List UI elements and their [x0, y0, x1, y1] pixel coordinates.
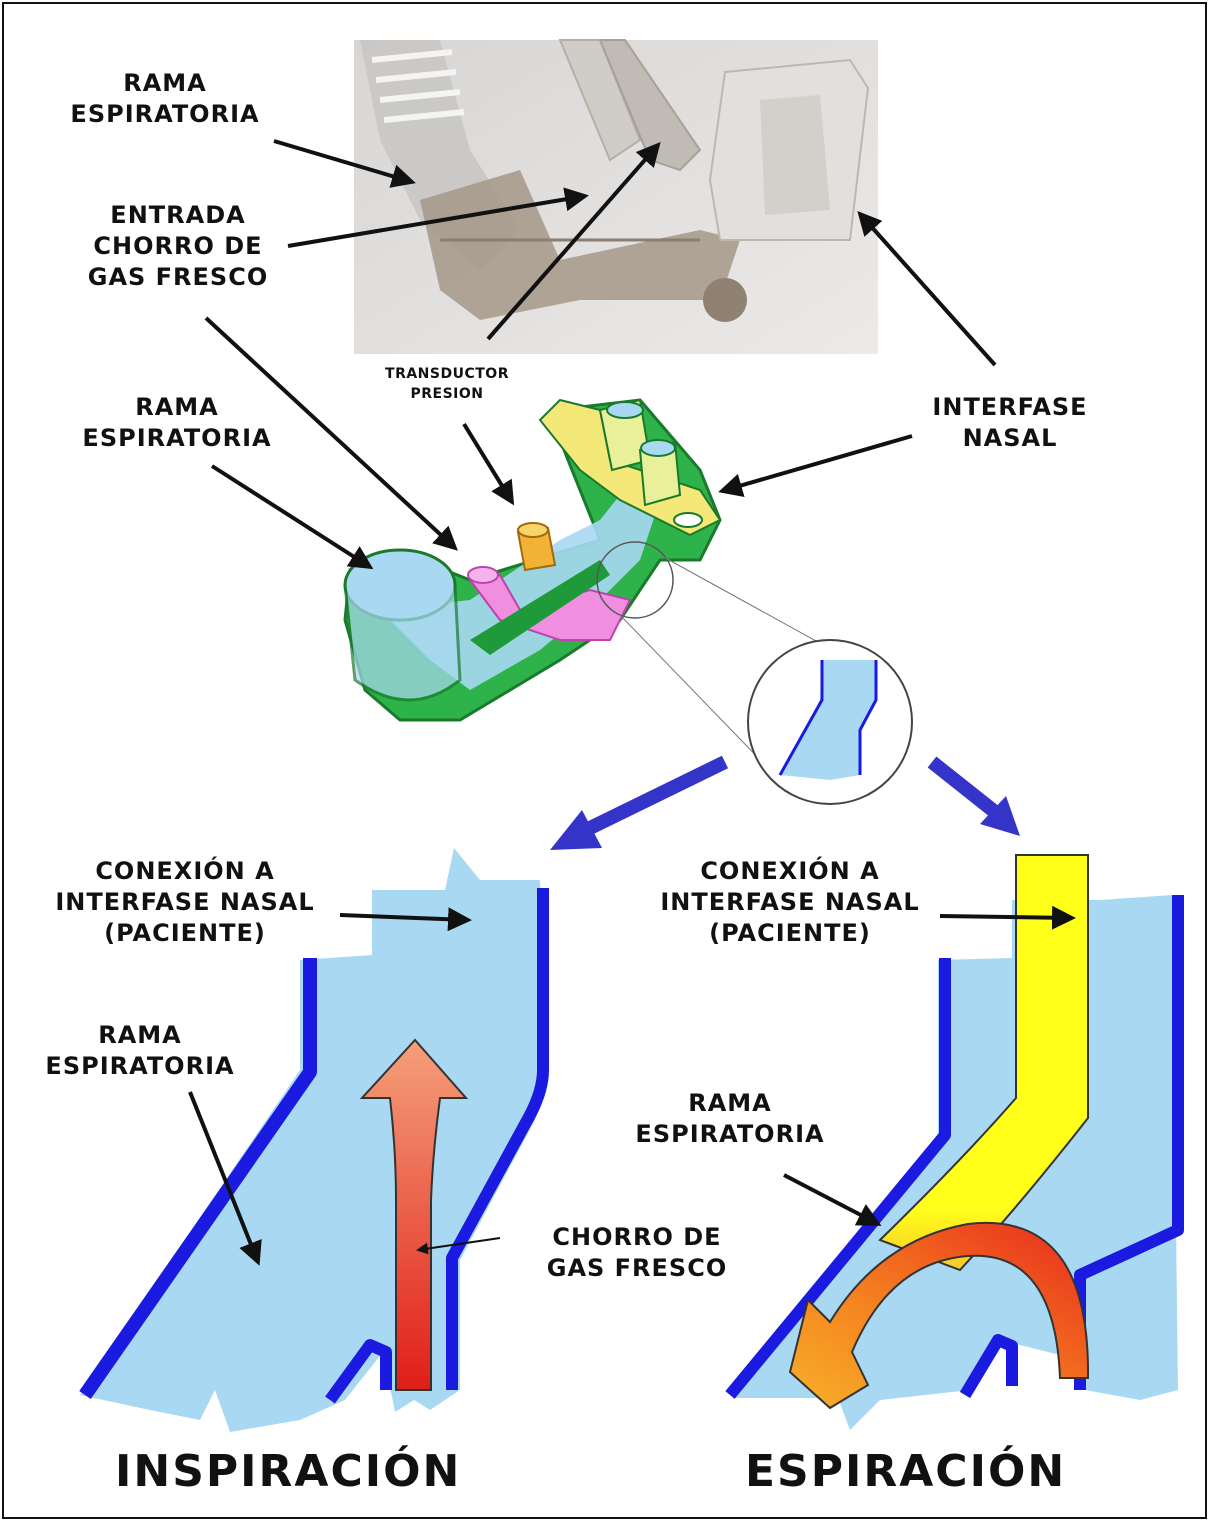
label-line: INTERFASE NASAL — [40, 887, 330, 918]
label-line: CONEXIÓN A — [40, 856, 330, 887]
label-line: INTERFASE — [915, 392, 1105, 423]
label-conexion-inspiracion: CONEXIÓN A INTERFASE NASAL (PACIENTE) — [40, 856, 330, 949]
label-line: RAMA — [30, 1020, 250, 1051]
label-conexion-espiracion: CONEXIÓN A INTERFASE NASAL (PACIENTE) — [645, 856, 935, 949]
label-line: PRESION — [362, 384, 532, 404]
label-interfase-nasal: INTERFASE NASAL — [915, 392, 1105, 454]
label-line: RAMA — [72, 392, 282, 423]
label-line: CONEXIÓN A — [645, 856, 935, 887]
label-chorro-gas-fresco: CHORRO DE GAS FRESCO — [532, 1222, 742, 1284]
label-line: ESPIRATORIA — [60, 99, 270, 130]
label-line: ENTRADA — [78, 200, 278, 231]
label-line: CHORRO DE — [78, 231, 278, 262]
device-photo — [354, 40, 878, 354]
label-rama-espiratoria-espiracion: RAMA ESPIRATORIA — [620, 1088, 840, 1150]
label-line: RAMA — [60, 68, 270, 99]
label-line: NASAL — [915, 423, 1105, 454]
label-line: ESPIRATORIA — [30, 1051, 250, 1082]
label-transductor-presion: TRANSDUCTOR PRESION — [362, 364, 532, 404]
label-line: TRANSDUCTOR — [362, 364, 532, 384]
label-line: GAS FRESCO — [78, 262, 278, 293]
label-line: CHORRO DE — [532, 1222, 742, 1253]
label-line: GAS FRESCO — [532, 1253, 742, 1284]
label-line: ESPIRATORIA — [72, 423, 282, 454]
zoom-circle — [748, 640, 912, 804]
label-line: RAMA — [620, 1088, 840, 1119]
label-line: (PACIENTE) — [40, 918, 330, 949]
label-rama-espiratoria-device: RAMA ESPIRATORIA — [72, 392, 282, 454]
label-entrada-chorro: ENTRADA CHORRO DE GAS FRESCO — [78, 200, 278, 293]
label-line: INTERFASE NASAL — [645, 887, 935, 918]
label-line: (PACIENTE) — [645, 918, 935, 949]
label-line: ESPIRATORIA — [620, 1119, 840, 1150]
title-inspiracion: INSPIRACIÓN — [115, 1446, 461, 1497]
label-rama-espiratoria-inspiracion: RAMA ESPIRATORIA — [30, 1020, 250, 1082]
label-rama-espiratoria-photo: RAMA ESPIRATORIA — [60, 68, 270, 130]
title-espiracion: ESPIRACIÓN — [745, 1446, 1066, 1497]
